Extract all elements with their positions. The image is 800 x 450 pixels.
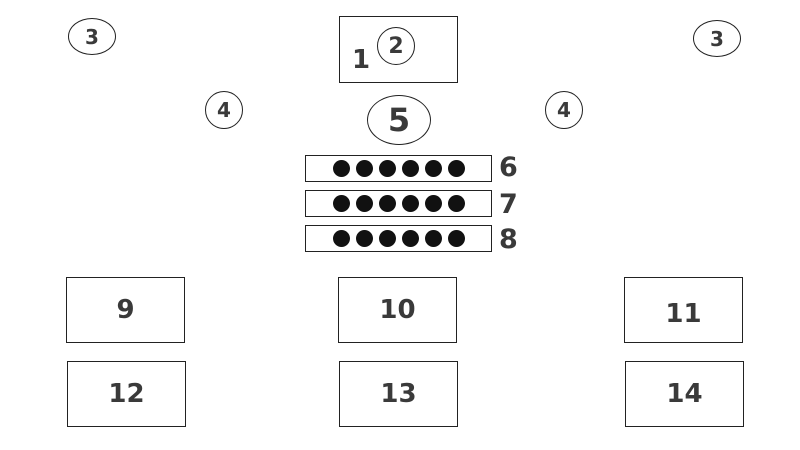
dot-row-1-label: 6 bbox=[499, 152, 518, 183]
dot bbox=[378, 195, 396, 212]
dot-row-3-label: 8 bbox=[499, 224, 518, 255]
dot bbox=[355, 160, 373, 177]
center-circle-label: 5 bbox=[387, 101, 411, 139]
side-circle-left: 4 bbox=[205, 91, 243, 129]
dot-row-1 bbox=[305, 155, 492, 182]
dot bbox=[332, 195, 350, 212]
dot bbox=[401, 195, 419, 212]
dot bbox=[401, 160, 419, 177]
box-10-label: 10 bbox=[379, 295, 416, 325]
dot bbox=[424, 160, 442, 177]
box-9-label: 9 bbox=[116, 295, 135, 325]
dot-row-2 bbox=[305, 190, 492, 217]
box-9: 9 bbox=[66, 277, 185, 343]
side-circle-right-label: 4 bbox=[557, 98, 571, 122]
dot-row-2-label: 7 bbox=[499, 189, 518, 220]
corner-circle-right: 3 bbox=[693, 20, 741, 57]
dot bbox=[447, 195, 465, 212]
box-13-label: 13 bbox=[380, 379, 417, 409]
box-10: 10 bbox=[338, 277, 457, 343]
dot bbox=[332, 230, 350, 247]
side-circle-right: 4 bbox=[545, 91, 583, 129]
top-box-label-1: 1 bbox=[352, 45, 371, 75]
dot bbox=[378, 160, 396, 177]
dot bbox=[447, 230, 465, 247]
center-circle: 5 bbox=[367, 95, 431, 145]
corner-circle-left-label: 3 bbox=[85, 24, 99, 49]
box-14: 14 bbox=[625, 361, 744, 427]
box-11-label: 11 bbox=[665, 299, 702, 329]
dot bbox=[424, 195, 442, 212]
box-14-label: 14 bbox=[666, 379, 703, 409]
box-12-label: 12 bbox=[108, 379, 145, 409]
dot bbox=[332, 160, 350, 177]
top-box: 1 2 bbox=[339, 16, 458, 83]
dot bbox=[355, 230, 373, 247]
dot bbox=[447, 160, 465, 177]
top-box-label-2: 2 bbox=[388, 33, 404, 59]
box-13: 13 bbox=[339, 361, 458, 427]
dot bbox=[378, 230, 396, 247]
top-box-circle-2: 2 bbox=[377, 27, 415, 65]
dot bbox=[424, 230, 442, 247]
corner-circle-right-label: 3 bbox=[710, 26, 724, 51]
dot bbox=[401, 230, 419, 247]
side-circle-left-label: 4 bbox=[217, 98, 231, 122]
dot bbox=[355, 195, 373, 212]
dot-row-3 bbox=[305, 225, 492, 252]
box-11: 11 bbox=[624, 277, 743, 343]
box-12: 12 bbox=[67, 361, 186, 427]
corner-circle-left: 3 bbox=[68, 18, 116, 55]
